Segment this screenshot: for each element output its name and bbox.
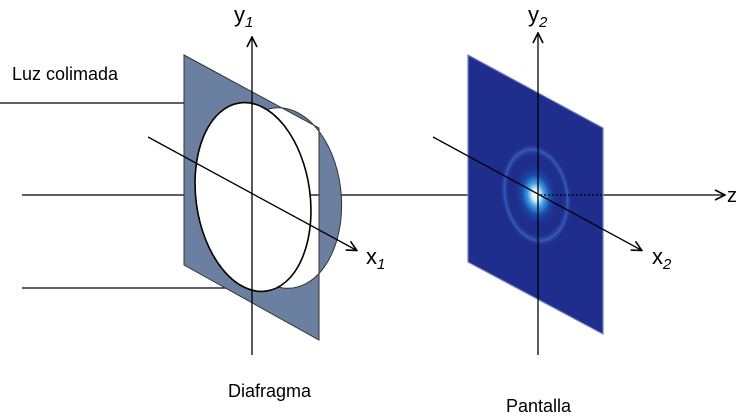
diffraction-central-spot xyxy=(513,163,559,227)
x1-axis xyxy=(147,136,356,250)
screen-label: Pantalla xyxy=(506,396,572,416)
y1-label: y1 xyxy=(234,2,253,31)
x2-label: x2 xyxy=(652,244,672,273)
aperture-opening xyxy=(194,101,312,293)
z-label: z xyxy=(727,185,737,207)
aperture-label: Diafragma xyxy=(228,381,312,401)
light-label: Luz colimada xyxy=(12,64,119,84)
x2-axis xyxy=(432,136,641,250)
y2-label: y2 xyxy=(528,2,548,31)
x1-label: x1 xyxy=(366,244,385,273)
